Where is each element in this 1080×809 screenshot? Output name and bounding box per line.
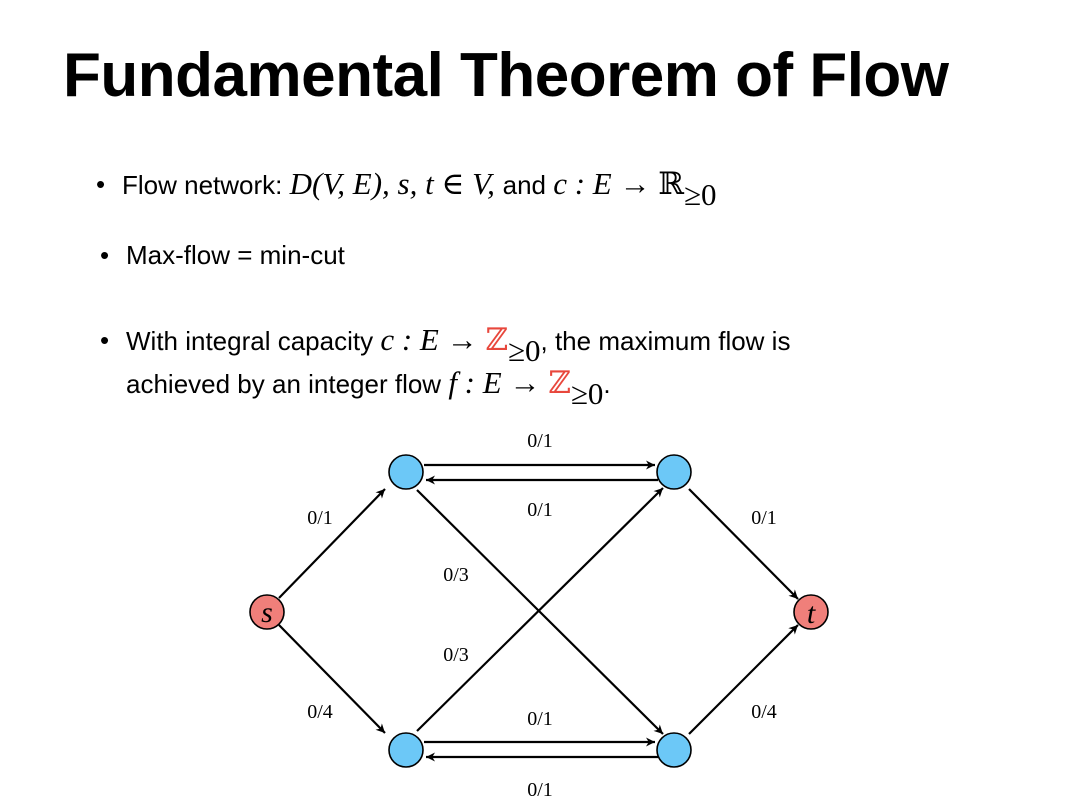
bullet-maxflow-mincut: • Max-flow = min-cut <box>100 237 345 273</box>
node-s-label: s <box>261 596 273 629</box>
bullet-dot: • <box>100 240 110 270</box>
bullet-text: achieved by an integer flow <box>126 369 449 399</box>
node-v1 <box>388 732 424 768</box>
edge-u2-t <box>688 488 799 600</box>
edge-label-u2-u1: 0/1 <box>527 499 553 521</box>
bullet-text-and: and <box>502 170 554 200</box>
bullet-flow-network: • Flow network: D(V, E), s, t ∈ V, and c… <box>96 166 717 210</box>
edge-label-u1-u2: 0/1 <box>527 430 553 452</box>
node-t-label: t <box>807 597 816 630</box>
bullet-text-mid: , the maximum flow is <box>540 326 791 356</box>
bullet-text: Flow network: <box>122 170 290 200</box>
edge-label-s-u1: 0/1 <box>307 507 333 529</box>
edge-label-u1-v2: 0/3 <box>443 564 469 586</box>
edge-u1-v2 <box>416 489 664 735</box>
edge-label-v1-u2: 0/3 <box>443 644 469 666</box>
bullet-dot: • <box>100 325 110 355</box>
math-source-sink: s, t ∈ V, <box>397 166 503 201</box>
bullet-dot: • <box>96 169 106 199</box>
edge-s-u1 <box>278 488 386 599</box>
edge-label-v2-v1: 0/1 <box>527 779 553 801</box>
math-capacity: c : E → <box>553 166 659 201</box>
math-subscript: ≥0 <box>684 176 717 212</box>
math-graph: D(V, E), <box>289 166 398 201</box>
bullet-text: With integral capacity <box>126 326 381 356</box>
edge-s-v1 <box>278 624 386 734</box>
edge-v1-u2 <box>416 487 664 732</box>
bullet-integral-capacity: • With integral capacity c : E → ℤ≥0, th… <box>100 322 791 366</box>
node-s <box>249 594 285 630</box>
node-u1 <box>388 454 424 490</box>
node-t <box>793 594 829 630</box>
edge-label-s-v1: 0/4 <box>307 701 333 723</box>
math-reals: ℝ <box>658 166 685 201</box>
edge-label-v2-t: 0/4 <box>751 701 777 723</box>
bullet-text-end: . <box>603 369 611 399</box>
edge-v2-t <box>688 624 799 735</box>
math-integers: ℤ <box>548 365 571 400</box>
bullet-text: Max-flow = min-cut <box>126 240 345 270</box>
math-flow: f : E → <box>448 365 549 400</box>
math-subscript: ≥0 <box>570 375 604 411</box>
node-v2 <box>656 732 692 768</box>
math-integers: ℤ <box>485 322 508 357</box>
slide-title: Fundamental Theorem of Flow <box>63 41 949 110</box>
node-u2 <box>656 454 692 490</box>
math-subscript: ≥0 <box>508 332 541 368</box>
bullet-integral-capacity-line2: achieved by an integer flow f : E → ℤ≥0. <box>126 365 611 409</box>
edge-label-v1-v2: 0/1 <box>527 708 553 730</box>
math-capacity: c : E → <box>380 322 486 357</box>
edge-label-u2-t: 0/1 <box>751 507 777 529</box>
